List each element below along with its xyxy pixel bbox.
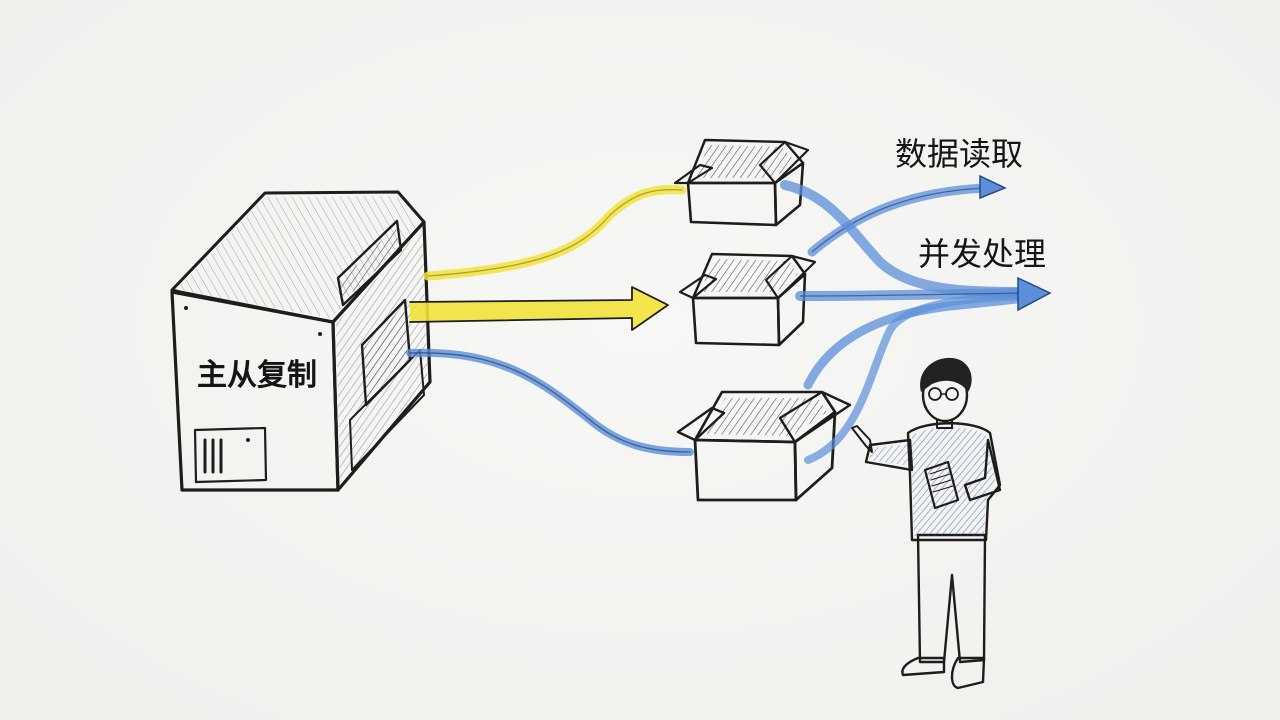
blue-flow-process	[780, 180, 1052, 464]
output-label-concurrent-processing: 并发处理	[918, 235, 1046, 273]
box-icon	[673, 138, 810, 227]
output-label-data-read: 数据读取	[895, 135, 1023, 173]
notepad-icon	[923, 460, 960, 510]
blue-flow-lower	[406, 348, 694, 456]
yellow-flow-main-arrow	[409, 286, 669, 331]
yellow-flow-upper	[423, 185, 687, 281]
box-icon	[678, 252, 817, 347]
blue-flow-read	[807, 174, 1007, 257]
box-icon	[676, 390, 852, 502]
person-icon	[851, 357, 1002, 690]
server-icon	[170, 190, 432, 492]
server-label: 主从复制	[197, 358, 317, 393]
